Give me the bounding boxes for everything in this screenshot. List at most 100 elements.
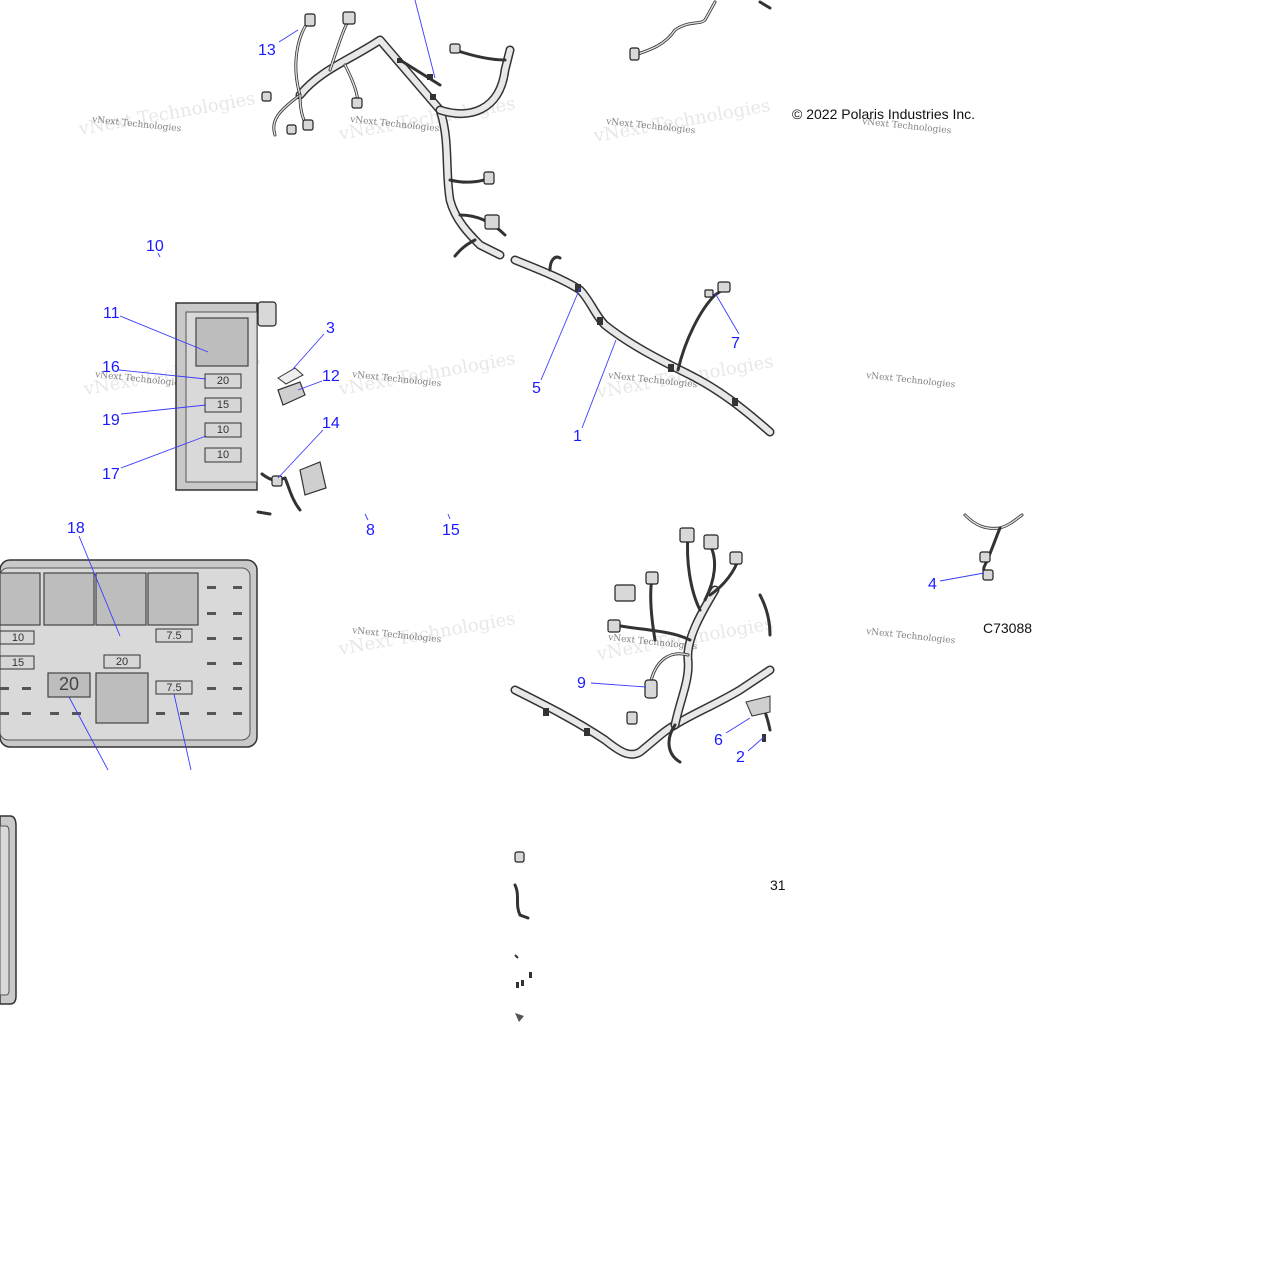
connector-icon: [703, 534, 719, 550]
connector-icon: [979, 551, 991, 563]
fuse-label: 7.5: [166, 682, 181, 694]
clip-icon: [427, 74, 433, 80]
connector-icon: [607, 619, 621, 633]
tie-icon: [515, 1013, 524, 1022]
fuse-10: [0, 630, 35, 645]
grommet-icon: [514, 851, 525, 863]
relay-block: [43, 572, 95, 626]
clip-icon: [543, 708, 549, 716]
fuse-7-5: [155, 628, 193, 643]
callout-10: 10: [146, 238, 164, 255]
connector-icon: [629, 47, 640, 61]
clip-icon: [668, 364, 674, 372]
relay-block: [195, 317, 249, 367]
callout-9: 9: [577, 675, 586, 692]
connector-icon: [679, 527, 695, 543]
fuse-label: 7.5: [166, 630, 181, 642]
callout-12: 12: [322, 368, 340, 385]
callout-5: 5: [532, 380, 541, 397]
screw-icon: [529, 972, 532, 978]
connector-icon: [449, 43, 461, 54]
connector-icon: [304, 13, 316, 27]
fuse-box-large: 10 15 20 20 7.5 7.5: [0, 559, 258, 748]
connector-icon: [626, 711, 638, 725]
relay-block: [95, 572, 147, 626]
connector-icon: [717, 281, 731, 293]
clip-icon: [762, 734, 766, 742]
fuse-10: [204, 422, 242, 438]
connector-icon: [302, 119, 314, 131]
fuse-20-large: [47, 672, 91, 698]
callout-11: 11: [103, 305, 120, 322]
connector-icon: [286, 124, 297, 135]
fuse-cover-label: [277, 367, 304, 385]
harness-fragment-top: [629, 0, 772, 61]
harness-front-section: [261, 11, 515, 260]
clip-icon: [575, 284, 581, 292]
callout-16: 16: [102, 359, 120, 376]
fuse-20: [204, 373, 242, 389]
callout-19: 19: [102, 412, 120, 429]
relay-block: [95, 672, 149, 724]
connector-icon: [644, 679, 658, 699]
callout-3: 3: [326, 320, 335, 337]
watermark: vNext Technologies: [865, 627, 956, 646]
harness-fragment-item4: [963, 513, 1024, 581]
connector-icon: [483, 171, 495, 185]
fuse-label: 10: [217, 424, 229, 436]
connector-icon: [484, 214, 500, 230]
fuse-label: 10: [217, 449, 229, 461]
fuse-20: [103, 654, 141, 669]
fuse-label-large: 20: [59, 674, 79, 694]
clip-icon: [584, 728, 590, 736]
leader-lines: [68, 0, 985, 771]
callout-2: 2: [736, 749, 745, 766]
connector-icon: [261, 91, 272, 102]
clip-icon: [732, 398, 738, 406]
fuse-slots: [0, 586, 242, 715]
watermark: vNext Technologies: [865, 371, 956, 390]
screw-icon: [516, 982, 519, 988]
callout-13: 13: [258, 42, 276, 59]
connector-icon: [257, 301, 277, 327]
relay-block: [147, 572, 199, 626]
fuse-label: 15: [12, 657, 24, 669]
callout-6: 6: [714, 732, 723, 749]
fuse-label: 20: [217, 375, 229, 387]
clip-icon: [597, 317, 603, 325]
relay-block: [0, 572, 41, 626]
connector-icon: [982, 569, 994, 581]
fuse-parts: [256, 367, 327, 516]
connector-icon: [704, 289, 714, 298]
callout-15: 15: [442, 522, 460, 539]
fuse-box-partial: [0, 815, 17, 1005]
harness-rear-section: [510, 527, 775, 764]
fuse-block-part: [277, 381, 306, 406]
fuse-label: 10: [12, 632, 24, 644]
callout-8: 8: [366, 522, 375, 539]
figure-code: C73088: [983, 620, 1032, 636]
fuse-15: [0, 655, 35, 670]
fuse-label: 20: [116, 656, 128, 668]
callout-7: 7: [731, 335, 740, 352]
harness-main-section: [510, 255, 775, 437]
callout-numbers: 1 2 3 4 5 6 7 8 9 10 11 12 13 14 15 16 1…: [67, 42, 937, 766]
screw-icon: [521, 980, 524, 986]
connector-icon: [342, 11, 356, 25]
callout-1: 1: [573, 428, 582, 445]
stray-number: 31: [770, 877, 786, 893]
clip-icon: [430, 94, 436, 100]
callout-4: 4: [928, 576, 937, 593]
connector-icon: [729, 551, 743, 565]
clip-icon: [397, 58, 402, 63]
callout-17: 17: [102, 466, 120, 483]
fuse-box-small: 20 15 10 10: [175, 301, 277, 491]
fuse-label: 15: [217, 399, 229, 411]
callout-14: 14: [322, 415, 340, 432]
connector-icon: [271, 475, 283, 487]
connector-icon: [351, 97, 363, 109]
connector-bracket: [299, 461, 327, 496]
callout-18: 18: [67, 520, 85, 537]
copyright-notice: © 2022 Polaris Industries Inc.: [792, 106, 975, 122]
